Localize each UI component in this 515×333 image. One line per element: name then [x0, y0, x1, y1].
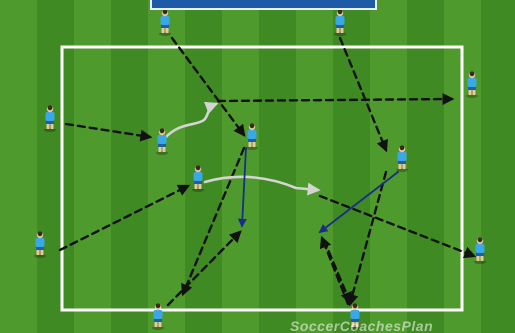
grass-stripe [296, 0, 333, 333]
grass-stripe [259, 0, 296, 333]
grass-stripe [111, 0, 148, 333]
grass-stripe [222, 0, 259, 333]
grass-stripe [333, 0, 370, 333]
grass-stripe [0, 0, 37, 333]
grass-stripe [74, 0, 111, 333]
grass-stripe [37, 0, 74, 333]
title-banner [150, 0, 377, 10]
watermark: SoccerCoachesPlan [290, 318, 433, 333]
grass-stripe [481, 0, 515, 333]
grass-stripe [407, 0, 444, 333]
